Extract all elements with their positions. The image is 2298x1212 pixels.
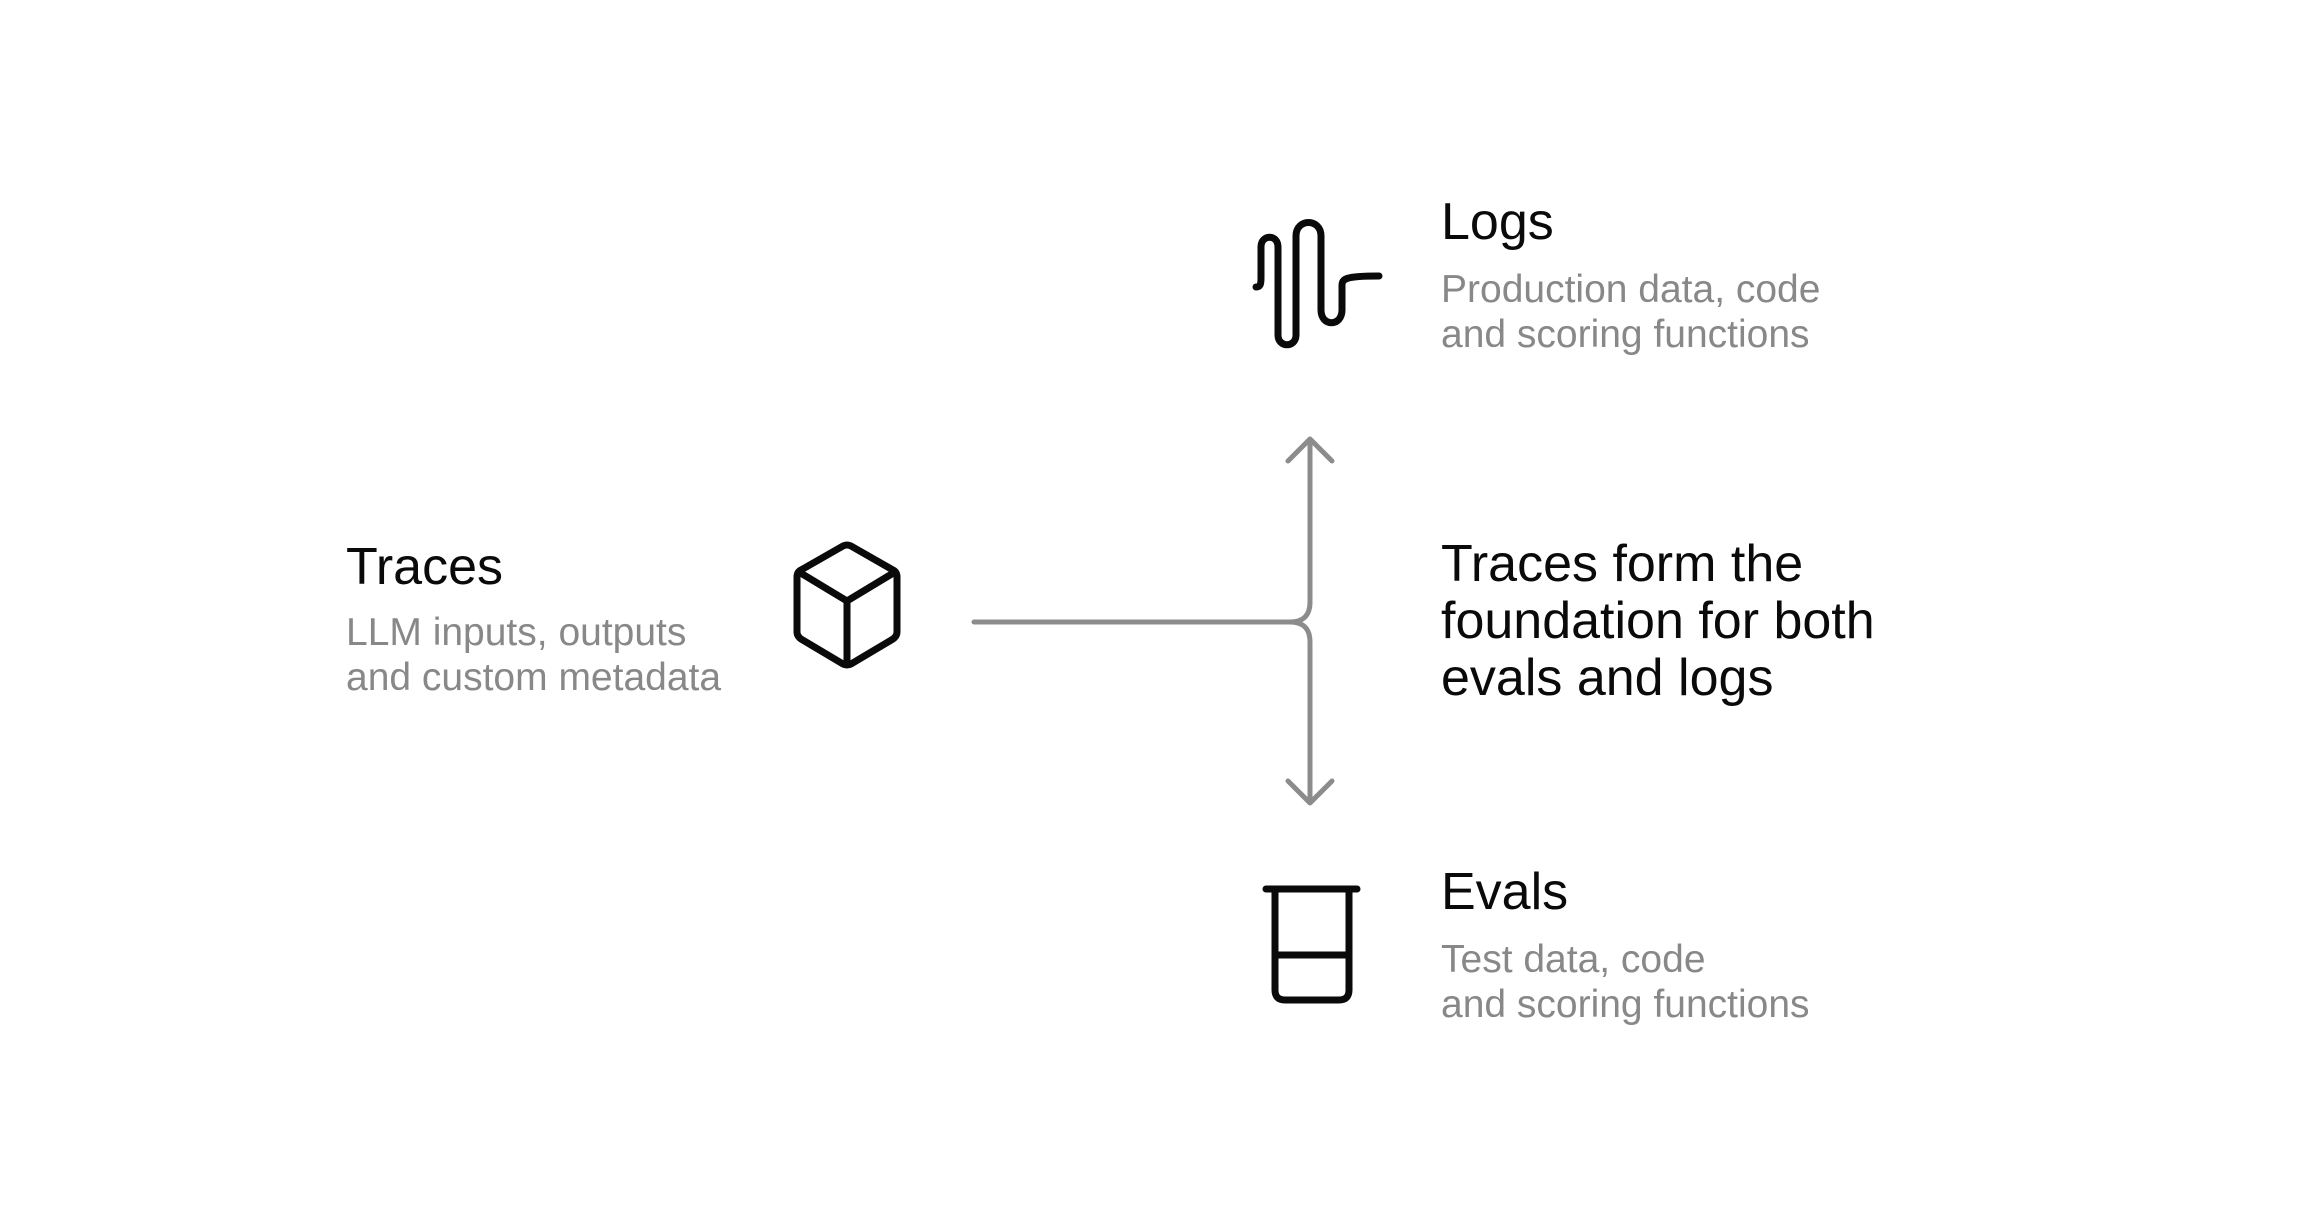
logs-title: Logs bbox=[1441, 193, 1554, 251]
evals-title: Evals bbox=[1441, 863, 1569, 921]
connector bbox=[971, 436, 1335, 806]
traces-description: LLM inputs, outputs and custom metadata bbox=[346, 611, 722, 699]
diagram-caption: Traces form the foundation for both eval… bbox=[1441, 535, 1875, 707]
arrow-down-icon bbox=[1285, 778, 1335, 806]
evals-description: Test data, code and scoring functions bbox=[1441, 938, 1810, 1026]
arrow-up-icon bbox=[1285, 436, 1335, 464]
cube-icon bbox=[793, 541, 901, 669]
beaker-icon bbox=[1262, 885, 1361, 1004]
waveform-icon bbox=[1252, 219, 1383, 349]
logs-description: Production data, code and scoring functi… bbox=[1441, 268, 1821, 356]
connector-line bbox=[971, 439, 1313, 625]
traces-title: Traces bbox=[346, 538, 503, 596]
connector-line bbox=[1287, 619, 1313, 803]
